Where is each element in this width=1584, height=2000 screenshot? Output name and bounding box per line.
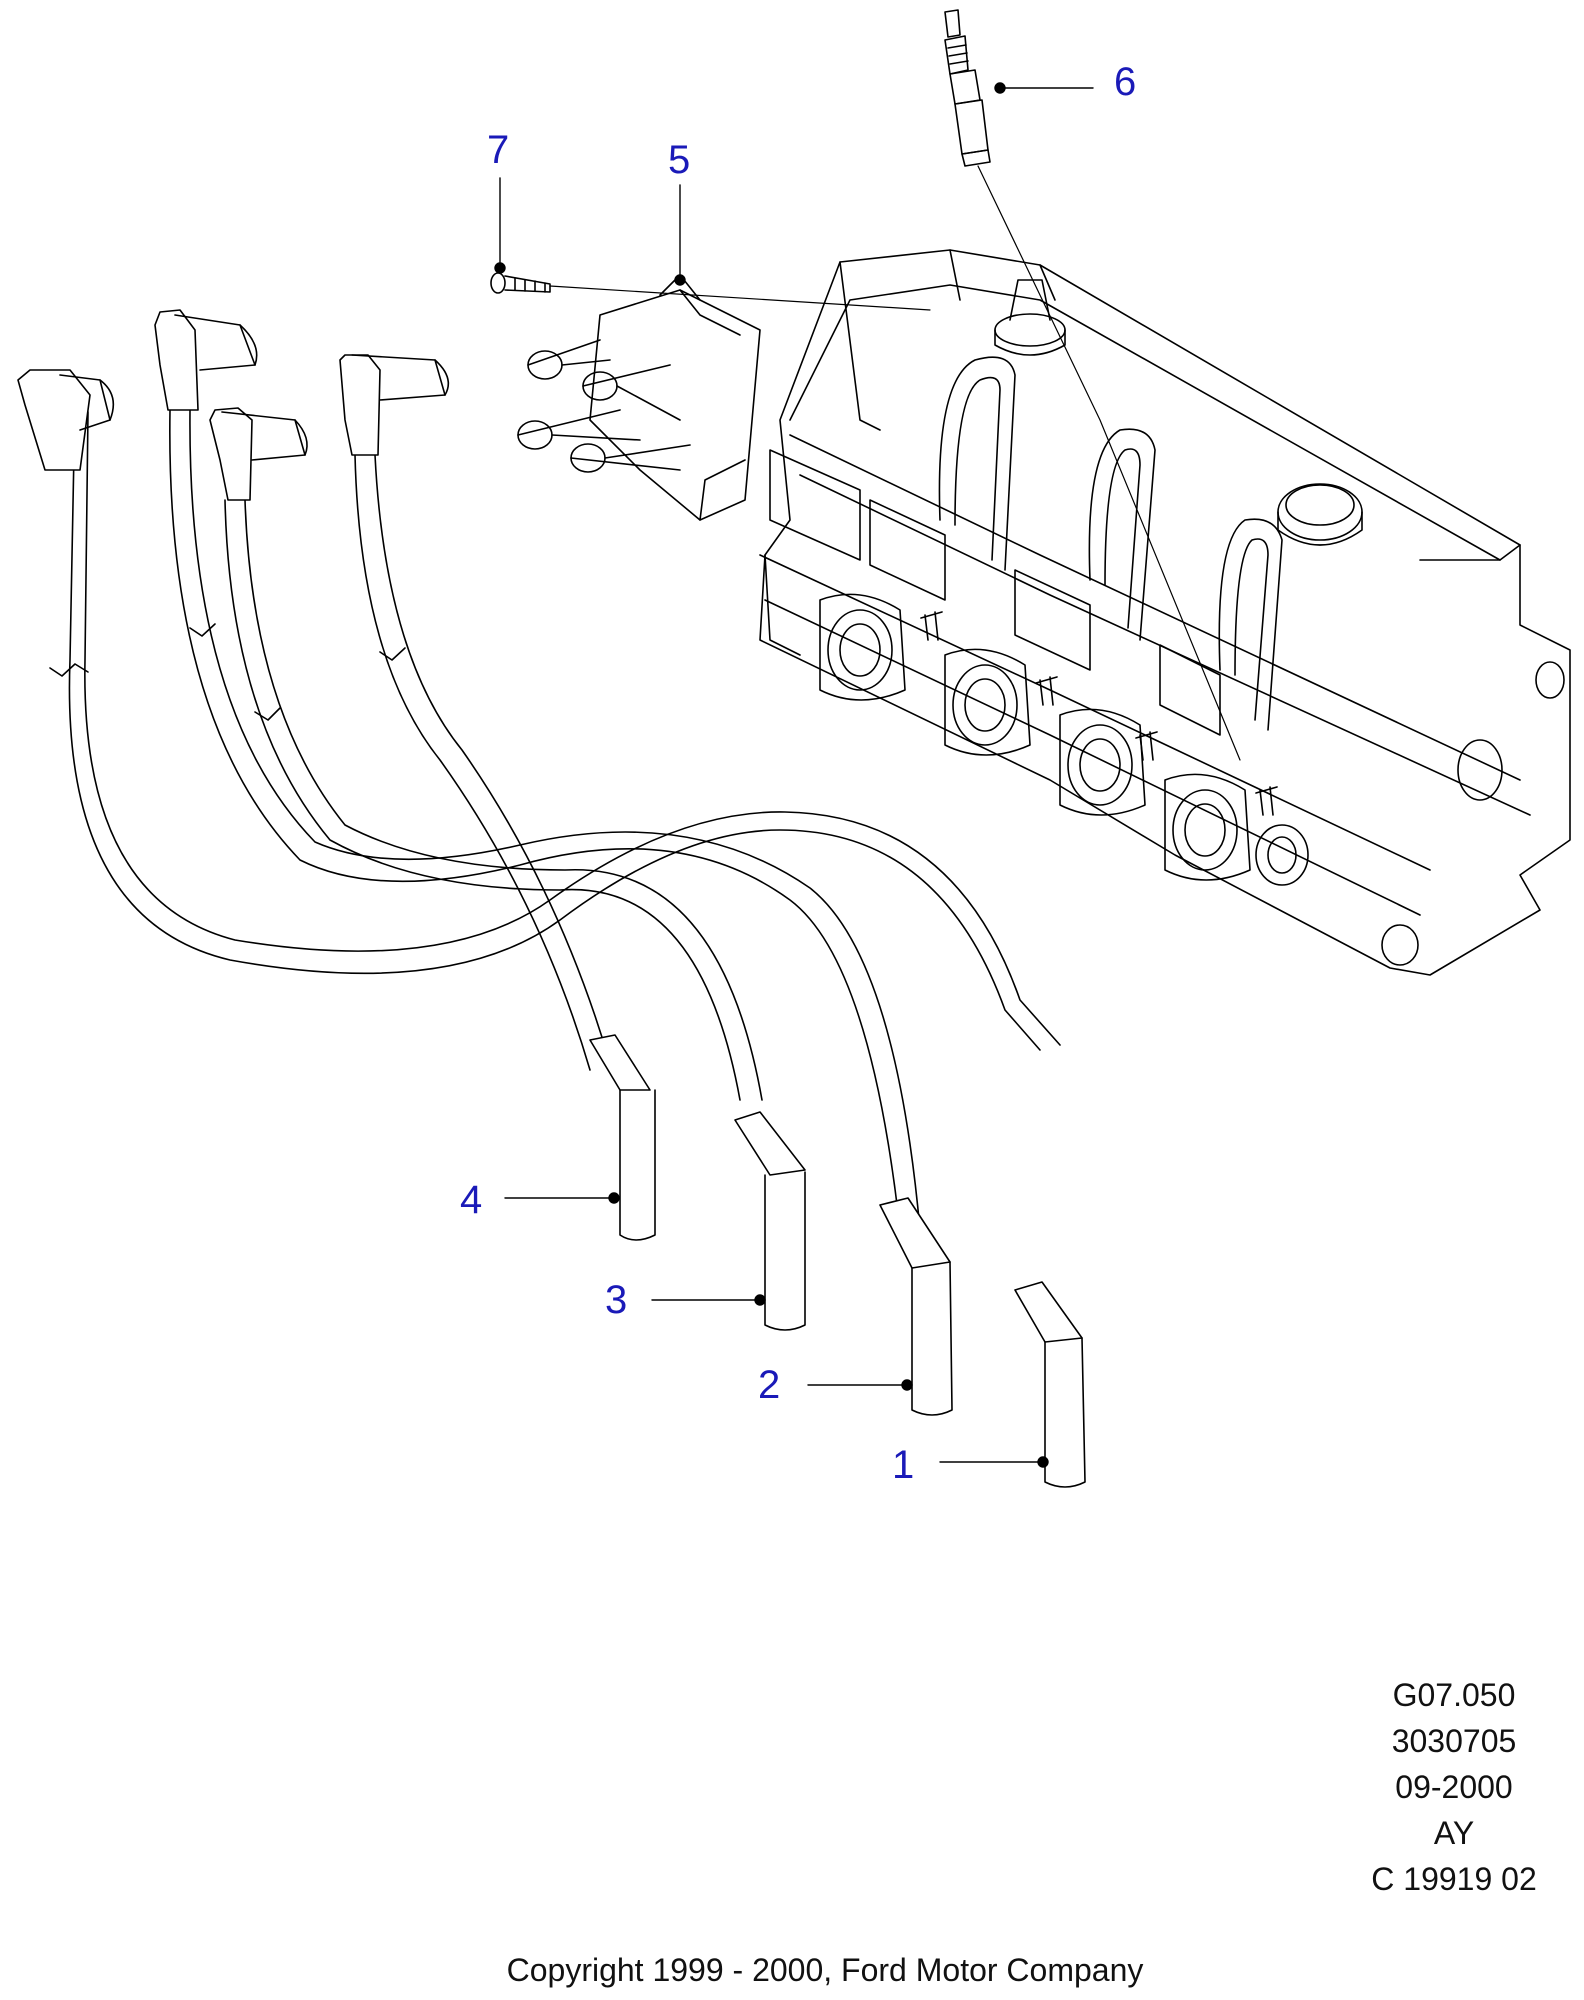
- callout-1: 1: [892, 1443, 915, 1487]
- revision-code: AY: [1433, 1815, 1475, 1851]
- callout-5: 5: [668, 138, 691, 182]
- cylinder-head-assembly: [759, 249, 1571, 976]
- drawing-code: G07.050: [1392, 1677, 1516, 1713]
- reference-code: C 19919 02: [1371, 1861, 1537, 1897]
- callout-6: 6: [1114, 60, 1137, 104]
- ignition-leads: [17, 309, 1061, 1231]
- copyright-notice: Copyright 1999 - 2000, Ford Motor Compan…: [506, 1952, 1144, 1988]
- plug-boots: [589, 1034, 1086, 1488]
- leader-dot-3: [754, 1294, 766, 1306]
- leader-dot-7: [494, 262, 506, 274]
- leader-dot-1: [1037, 1456, 1049, 1468]
- callout-3: 3: [605, 1278, 628, 1322]
- callout-2: 2: [758, 1363, 781, 1407]
- leader-dot-2: [901, 1379, 913, 1391]
- drawing-info-block: G07.050 3030705 09-2000 AY C 19919 02: [1344, 1672, 1564, 1902]
- drawing-date: 09-2000: [1395, 1769, 1513, 1805]
- leader-dot-6: [994, 82, 1006, 94]
- callout-leaders: [494, 82, 1094, 1468]
- part-number: 3030705: [1391, 1723, 1517, 1759]
- callout-7: 7: [487, 128, 510, 172]
- callout-4: 4: [460, 1178, 483, 1222]
- spark-plug: [944, 9, 1241, 761]
- distributor-cap: [517, 274, 761, 521]
- leader-dot-5: [674, 274, 686, 286]
- leader-dot-4: [608, 1192, 620, 1204]
- screw: [490, 272, 931, 311]
